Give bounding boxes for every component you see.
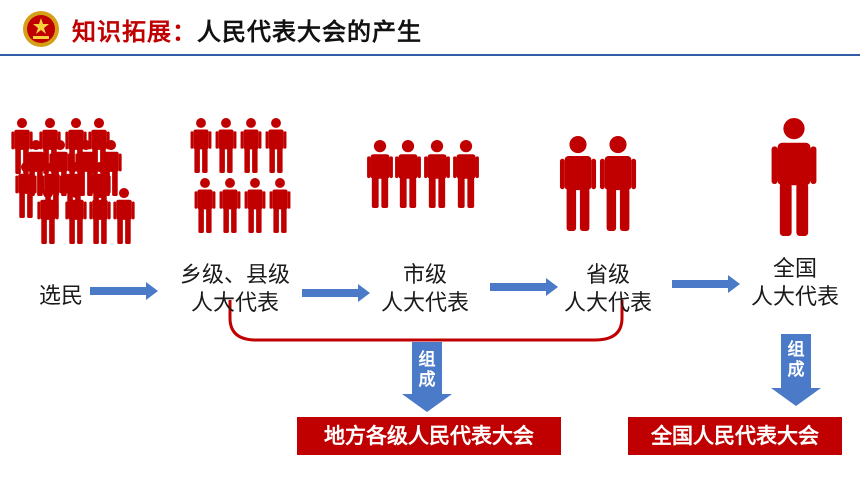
stage-label-city-line2: 人大代表	[380, 291, 469, 316]
stage-label-national-line1: 全国	[772, 257, 817, 282]
person-icon	[367, 140, 393, 208]
compose-label-local-text: 组成	[418, 350, 436, 390]
person-icon	[15, 162, 37, 218]
right-arrow-icon	[90, 282, 158, 300]
compose-label-national-text: 组成	[787, 340, 805, 380]
person-icon	[37, 188, 59, 244]
person-icon	[219, 178, 241, 233]
title-bar: 知识拓展：人民代表大会的产生	[0, 0, 860, 60]
person-icon	[215, 118, 237, 173]
stage-label-city: 市级 人大代表	[360, 262, 490, 318]
right-arrow-icon	[490, 278, 558, 296]
title-highlight: 知识拓展：	[72, 18, 197, 46]
person-icon	[194, 178, 216, 233]
compose-label-national: 组成	[781, 340, 811, 380]
stage-label-province-line2: 人大代表	[563, 291, 652, 316]
stage-label-national-line2: 人大代表	[750, 285, 839, 310]
right-arrow-icon	[672, 275, 740, 293]
stage-label-province-line1: 省级	[585, 263, 630, 288]
stage-label-voters: 选民	[26, 283, 96, 311]
result-box-local-congresses: 地方各级人民代表大会	[297, 417, 561, 455]
stage-label-national: 全国 人大代表	[735, 256, 855, 312]
person-icon	[599, 136, 637, 231]
right-arrow-icon	[302, 284, 370, 302]
person-icon	[559, 136, 597, 231]
person-icon	[190, 118, 212, 173]
person-icon	[65, 188, 87, 244]
down-arrow-icon	[402, 342, 452, 412]
person-icon	[244, 178, 266, 233]
person-icon	[424, 140, 450, 208]
down-arrow-icon	[771, 334, 821, 406]
person-icon	[269, 178, 291, 233]
stage-label-province: 省级 人大代表	[543, 262, 673, 318]
person-icon	[113, 188, 135, 244]
person-icon	[265, 118, 287, 173]
person-icon	[89, 188, 111, 244]
person-icon	[453, 140, 479, 208]
stage-label-voters-line1: 选民	[38, 284, 83, 309]
title-divider	[0, 54, 860, 56]
stage-label-township-county-line1: 乡级、县级	[179, 263, 290, 288]
page-title: 知识拓展：人民代表大会的产生	[72, 12, 422, 47]
national-emblem-icon	[23, 11, 59, 47]
person-icon	[395, 140, 421, 208]
person-icon	[771, 117, 817, 236]
stage-label-city-line1: 市级	[402, 263, 447, 288]
result-box-national-congress: 全国人民代表大会	[628, 417, 842, 455]
person-icon	[240, 118, 262, 173]
stage-label-township-county: 乡级、县级 人大代表	[160, 262, 310, 318]
title-rest: 人民代表大会的产生	[197, 18, 422, 46]
compose-label-local: 组成	[412, 350, 442, 390]
grouping-bracket	[228, 300, 624, 342]
stage-label-township-county-line2: 人大代表	[190, 291, 279, 316]
